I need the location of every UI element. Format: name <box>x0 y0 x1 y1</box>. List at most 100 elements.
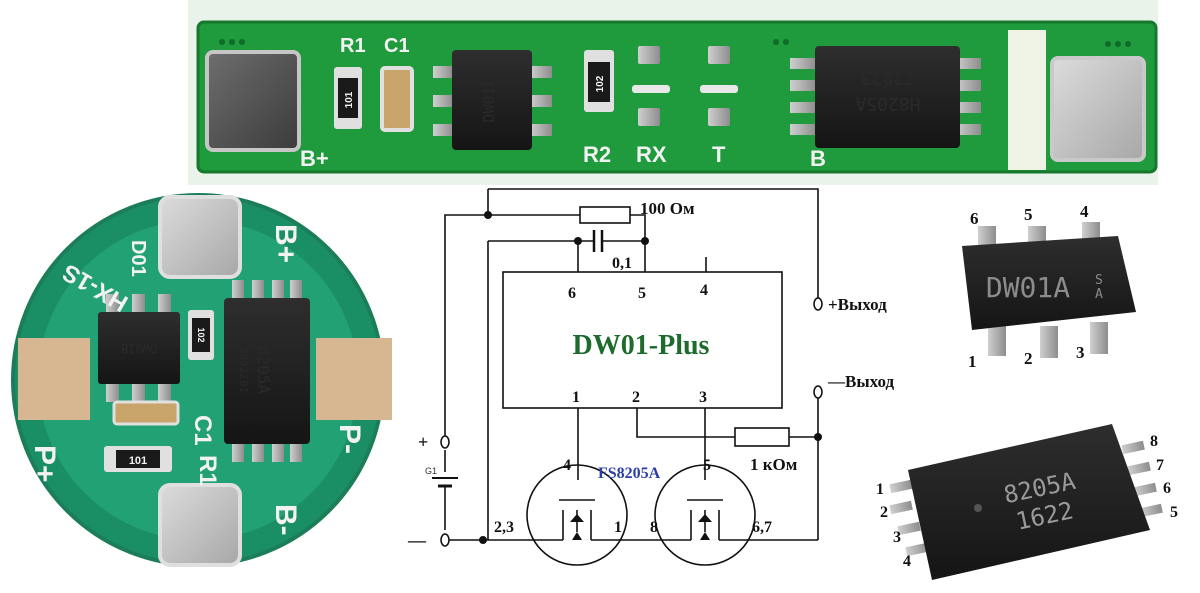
round-fs-marking-1: 8205A <box>254 346 273 395</box>
strip-r2-resistor: 102 <box>584 50 614 112</box>
strip-silk-rx: RX <box>636 142 667 167</box>
label-bat-minus: — <box>407 530 427 550</box>
sot-marking-main: DW01A <box>986 271 1070 304</box>
round-fs-marking-2: Z902Z01 <box>237 347 250 393</box>
terminal-bat-plus <box>440 435 450 449</box>
round-r-101: 101 <box>104 446 172 472</box>
strip-silk-t: T <box>712 142 726 167</box>
tssop-pin1-dot <box>974 504 982 512</box>
pin-4: 4 <box>700 282 708 299</box>
resistor-1k <box>734 427 790 447</box>
strip-silk-c1: C1 <box>384 35 410 57</box>
round-silk-d01: D01 <box>127 240 149 277</box>
round-silk-c1: C1 <box>189 415 216 446</box>
tssop-chip-body <box>908 424 1150 580</box>
pin-2: 2 <box>632 389 640 406</box>
label-r-top: 100 Ом <box>640 199 695 218</box>
strip-r1-code: 101 <box>344 91 355 108</box>
round-pad-pplus-strip <box>18 338 90 420</box>
round-pad-pminus-strip <box>316 338 392 420</box>
strip-pcb-photo: 101 DW01C 102 Z2023 <box>188 0 1158 185</box>
tssop-chip-photo: 8205A 1622 1 2 3 4 8 7 6 5 <box>876 424 1178 580</box>
wire-top <box>488 188 819 300</box>
mosfet-left <box>526 464 628 566</box>
pin-5: 5 <box>638 285 646 302</box>
terminal-out-plus <box>813 297 823 311</box>
schematic <box>432 188 819 566</box>
strip-silk-b: B <box>810 146 826 171</box>
tssop-pin-3: 3 <box>893 529 901 546</box>
sot-pin-3: 3 <box>1076 343 1085 362</box>
round-dw01-chip: DW01B <box>98 294 180 402</box>
round-silk-pminus: P- <box>333 424 366 454</box>
round-r-102: 102 <box>188 310 214 360</box>
resistor-100 <box>579 206 631 224</box>
label-bat-name: G1 <box>425 466 437 476</box>
round-silk-pplus: P+ <box>28 445 61 483</box>
mos-right-gate: 5 <box>703 457 711 474</box>
pin-1: 1 <box>572 389 580 406</box>
round-silk-bplus: B+ <box>269 224 302 263</box>
mos-left-pins-right: 1 <box>614 519 622 536</box>
round-silk-r1: R1 <box>194 455 221 486</box>
sot-chip-body <box>962 236 1136 330</box>
strip-r2-code: 102 <box>595 75 606 92</box>
round-pad-bplus <box>158 195 242 279</box>
tssop-pin-4: 4 <box>903 553 911 570</box>
sot-pin-4: 4 <box>1080 202 1089 221</box>
sot-chip-photo: DW01A S A 6 5 4 1 2 3 <box>962 202 1136 371</box>
label-out-plus: +Выход <box>828 295 887 314</box>
strip-rx-t-pads <box>632 46 738 126</box>
ic-box <box>502 271 783 409</box>
strip-pad-bplus <box>205 50 301 152</box>
round-dw-marking: DW01B <box>121 341 157 355</box>
round-c1-capacitor <box>112 400 180 426</box>
round-r-code-a: 101 <box>129 455 147 467</box>
strip-silk-r2: R2 <box>583 142 611 167</box>
sot-marking-s: S <box>1095 273 1103 288</box>
tssop-pin-5: 5 <box>1170 504 1178 521</box>
terminal-bat-minus <box>440 533 450 547</box>
strip-bare-edge <box>1008 30 1046 170</box>
round-pad-bminus <box>158 483 242 567</box>
tssop-pin-1: 1 <box>876 481 884 498</box>
strip-c1-capacitor <box>380 66 414 132</box>
wire-left-plus <box>444 214 488 437</box>
round-r-code-b: 102 <box>196 327 206 342</box>
strip-pad-b <box>1050 56 1146 162</box>
sot-pin-2: 2 <box>1024 349 1033 368</box>
sot-pin-1: 1 <box>968 352 977 371</box>
strip-fs8205-chip: Z2023 H8205A <box>790 46 981 148</box>
strip-silk-bplus: B+ <box>300 146 329 171</box>
label-bat-plus: + <box>418 432 428 452</box>
label-r-right: 1 кОм <box>750 455 798 474</box>
schematic-terminals <box>440 297 823 547</box>
mos-right-pins-left: 8 <box>650 519 658 536</box>
round-fs8205-chip: 8205A Z902Z01 <box>224 280 310 462</box>
mos-left-gate: 4 <box>563 457 571 474</box>
round-pcb-photo: DW01B 102 8205A Z902Z01 101 P+ P- B+ <box>11 193 392 567</box>
mosfet-right <box>654 464 756 566</box>
mos-right-pins-right: 6,7 <box>752 519 772 536</box>
label-c-top: 0,1 <box>612 255 632 272</box>
strip-fs-marking-2: H8205A <box>855 93 920 114</box>
tssop-pin-2: 2 <box>880 504 888 521</box>
strip-dw01-chip: DW01C <box>433 50 552 150</box>
strip-r1-resistor: 101 <box>334 67 362 129</box>
tssop-pin-8: 8 <box>1150 433 1158 450</box>
pin-3: 3 <box>699 389 707 406</box>
sot-pin-5: 5 <box>1024 205 1033 224</box>
round-silk-bminus: B- <box>269 504 302 536</box>
tssop-pin-7: 7 <box>1156 457 1164 474</box>
pin-6: 6 <box>568 285 576 302</box>
sot-pin-6: 6 <box>970 209 979 228</box>
sot-marking-a: A <box>1095 287 1103 302</box>
tssop-pin-6: 6 <box>1163 480 1171 497</box>
terminal-out-minus <box>813 385 823 399</box>
strip-vias <box>219 39 1131 47</box>
mos-left-pins-left: 2,3 <box>494 519 514 536</box>
strip-dw-marking: DW01C <box>480 77 498 122</box>
label-out-minus: —Выход <box>827 372 894 391</box>
strip-fs-marking-1: Z2023 <box>861 67 915 88</box>
